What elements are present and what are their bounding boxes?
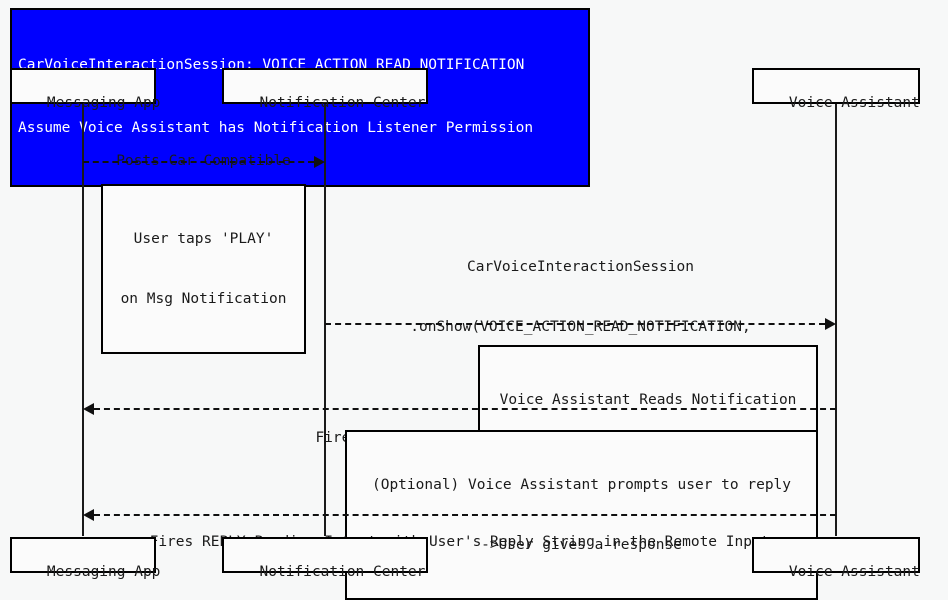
message-arrowhead-posts-notification bbox=[314, 156, 325, 168]
message-arrowhead-onshow-call bbox=[825, 318, 836, 330]
participant-footer-notification-center-label: Notification Center bbox=[259, 564, 426, 580]
message-label-reply-intent: Fires REPLY Pending Intent with User's R… bbox=[83, 492, 836, 592]
message-label-onshow-call-line-1: CarVoiceInteractionSession bbox=[467, 259, 694, 275]
participant-footer-notification-center[interactable]: Notification Center bbox=[222, 537, 428, 580]
participant-footer-voice-assistant-label: Voice Assistant bbox=[788, 564, 920, 580]
participant-footer-messaging-app[interactable]: Messaging App bbox=[10, 537, 160, 580]
participant-header-notification-center[interactable]: Notification Center bbox=[222, 68, 428, 111]
note-optional-reply-prompt-line-1: (Optional) Voice Assistant prompts user … bbox=[371, 477, 792, 493]
message-arrowhead-mark-as-read bbox=[83, 403, 94, 415]
participant-header-messaging-app-label: Messaging App bbox=[46, 95, 161, 111]
message-label-onshow-call-line-2: .onShow(VOICE_ACTION_READ_NOTIFICATION, bbox=[410, 319, 751, 335]
message-arrow-mark-as-read bbox=[94, 408, 836, 410]
participant-header-voice-assistant-label: Voice Assistant bbox=[788, 95, 920, 111]
participant-header-messaging-app[interactable]: Messaging App bbox=[10, 68, 160, 111]
note-user-taps-play-line-1: User taps 'PLAY' bbox=[133, 231, 274, 247]
note-assistant-reads-line-1: Voice Assistant Reads Notification bbox=[499, 392, 797, 408]
message-arrow-posts-notification bbox=[83, 161, 314, 163]
lifeline-notification-center bbox=[324, 104, 326, 536]
message-arrowhead-reply-intent bbox=[83, 509, 94, 521]
participant-footer-messaging-app-label: Messaging App bbox=[46, 564, 161, 580]
diagram-title-line-2: Assume Voice Assistant has Notification … bbox=[18, 120, 534, 136]
lifeline-messaging-app bbox=[82, 104, 84, 536]
note-optional-reply-prompt-line-2: ->User gives a response bbox=[481, 537, 682, 553]
note-user-taps-play: User taps 'PLAY' on Msg Notification bbox=[101, 184, 306, 354]
lifeline-voice-assistant bbox=[835, 104, 837, 536]
participant-footer-voice-assistant[interactable]: Voice Assistant bbox=[752, 537, 920, 580]
message-arrow-onshow-call bbox=[325, 323, 825, 325]
participant-header-notification-center-label: Notification Center bbox=[259, 95, 426, 111]
message-arrow-reply-intent bbox=[94, 514, 836, 516]
participant-header-voice-assistant[interactable]: Voice Assistant bbox=[752, 68, 920, 111]
message-label-reply-intent-line-1: Fires REPLY Pending Intent with User's R… bbox=[149, 534, 770, 550]
note-user-taps-play-line-2: on Msg Notification bbox=[120, 291, 287, 307]
